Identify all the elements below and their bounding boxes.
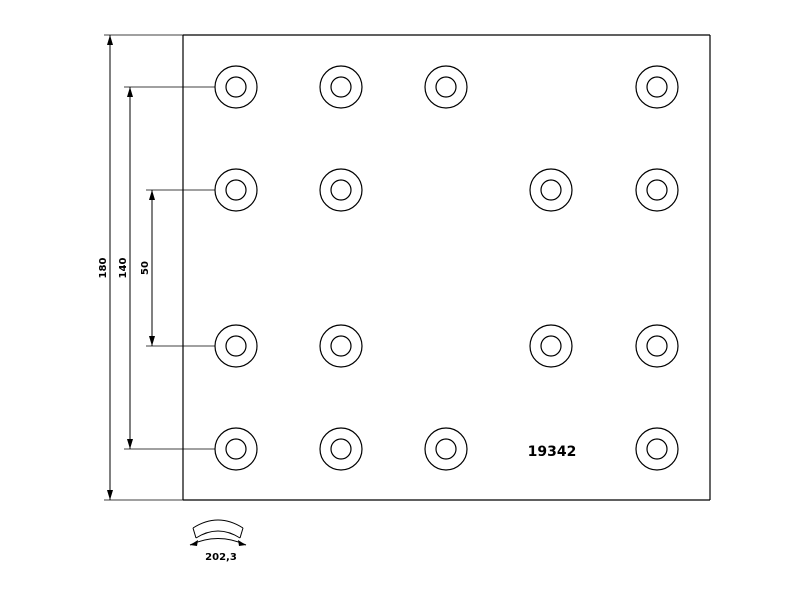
rivet-hole-inner [330, 76, 352, 98]
height-dimension: 180 [98, 34, 183, 501]
rivet-hole-outer [424, 427, 468, 471]
rivet-hole-inner [540, 335, 562, 357]
rivet-hole-outer [214, 65, 258, 109]
arc-width-label: 202,3 [205, 552, 237, 563]
rivet-hole-outer [635, 427, 679, 471]
rivet-hole-outer [319, 65, 363, 109]
total-height-label: 180 [98, 258, 109, 279]
rivet-hole-inner [225, 335, 247, 357]
rivet-hole-inner [330, 179, 352, 201]
outer-rivet-span-label: 140 [118, 258, 129, 279]
rivet-hole-inner [330, 335, 352, 357]
rivet-hole-outer [319, 324, 363, 368]
inner-rivet-span-label: 50 [140, 261, 151, 275]
rivet-hole-outer [214, 427, 258, 471]
rivet-hole-outer [635, 168, 679, 212]
rivet-hole-outer [635, 65, 679, 109]
rivet-hole-outer [424, 65, 468, 109]
rivet-hole-inner [435, 438, 457, 460]
outer-span-dimension: 140 [118, 86, 215, 450]
rivet-hole-inner [225, 179, 247, 201]
lining-plate [182, 34, 711, 501]
rivet-hole-outer [635, 324, 679, 368]
rivet-hole-inner [646, 76, 668, 98]
rivet-hole-outer [319, 427, 363, 471]
rivet-hole-inner [435, 76, 457, 98]
rivet-hole-inner [646, 335, 668, 357]
rivet-hole-outer [529, 324, 573, 368]
rivet-hole-inner [540, 179, 562, 201]
rivet-hole-inner [225, 438, 247, 460]
rivet-hole-outer [214, 168, 258, 212]
rivet-hole-inner [225, 76, 247, 98]
arc-width-symbol: 202,3 [189, 519, 247, 563]
rivet-holes [214, 65, 679, 471]
rivet-hole-inner [330, 438, 352, 460]
rivet-hole-outer [214, 324, 258, 368]
part-number: 19342 [528, 444, 577, 460]
inner-span-dimension: 50 [140, 189, 215, 347]
rivet-hole-outer [529, 168, 573, 212]
rivet-hole-outer [319, 168, 363, 212]
rivet-hole-inner [646, 179, 668, 201]
rivet-hole-inner [646, 438, 668, 460]
